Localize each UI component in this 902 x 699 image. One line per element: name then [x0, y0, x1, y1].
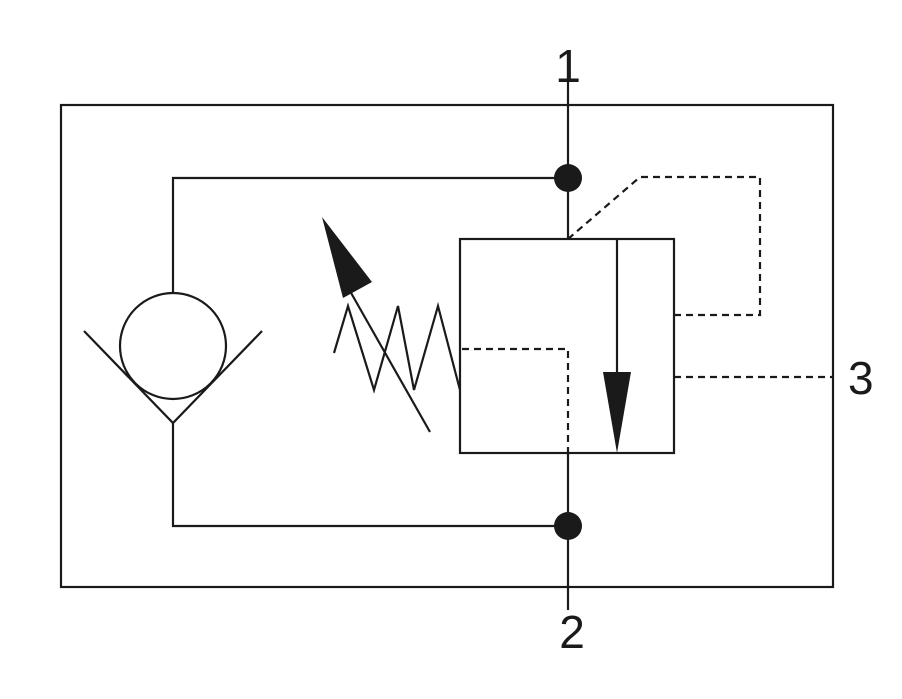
spring-icon [332, 301, 462, 394]
valve-box [458, 237, 676, 455]
check-valve-seat [83, 330, 263, 425]
port-2-label: 2 [559, 606, 585, 658]
check-valve-upper-line [171, 176, 568, 292]
external-pilot-line [567, 175, 762, 317]
adjustable-arrow-shaft [345, 283, 431, 433]
port-3-label: 3 [848, 352, 874, 404]
check-valve-lower-line [171, 423, 568, 528]
port-1-label: 1 [555, 40, 581, 92]
outer-enclosure [59, 103, 835, 589]
adjustable-arrow-head-icon [322, 217, 372, 298]
flow-arrow-icon [603, 372, 631, 453]
check-valve-ball [118, 291, 228, 401]
internal-pilot-line [462, 347, 570, 453]
